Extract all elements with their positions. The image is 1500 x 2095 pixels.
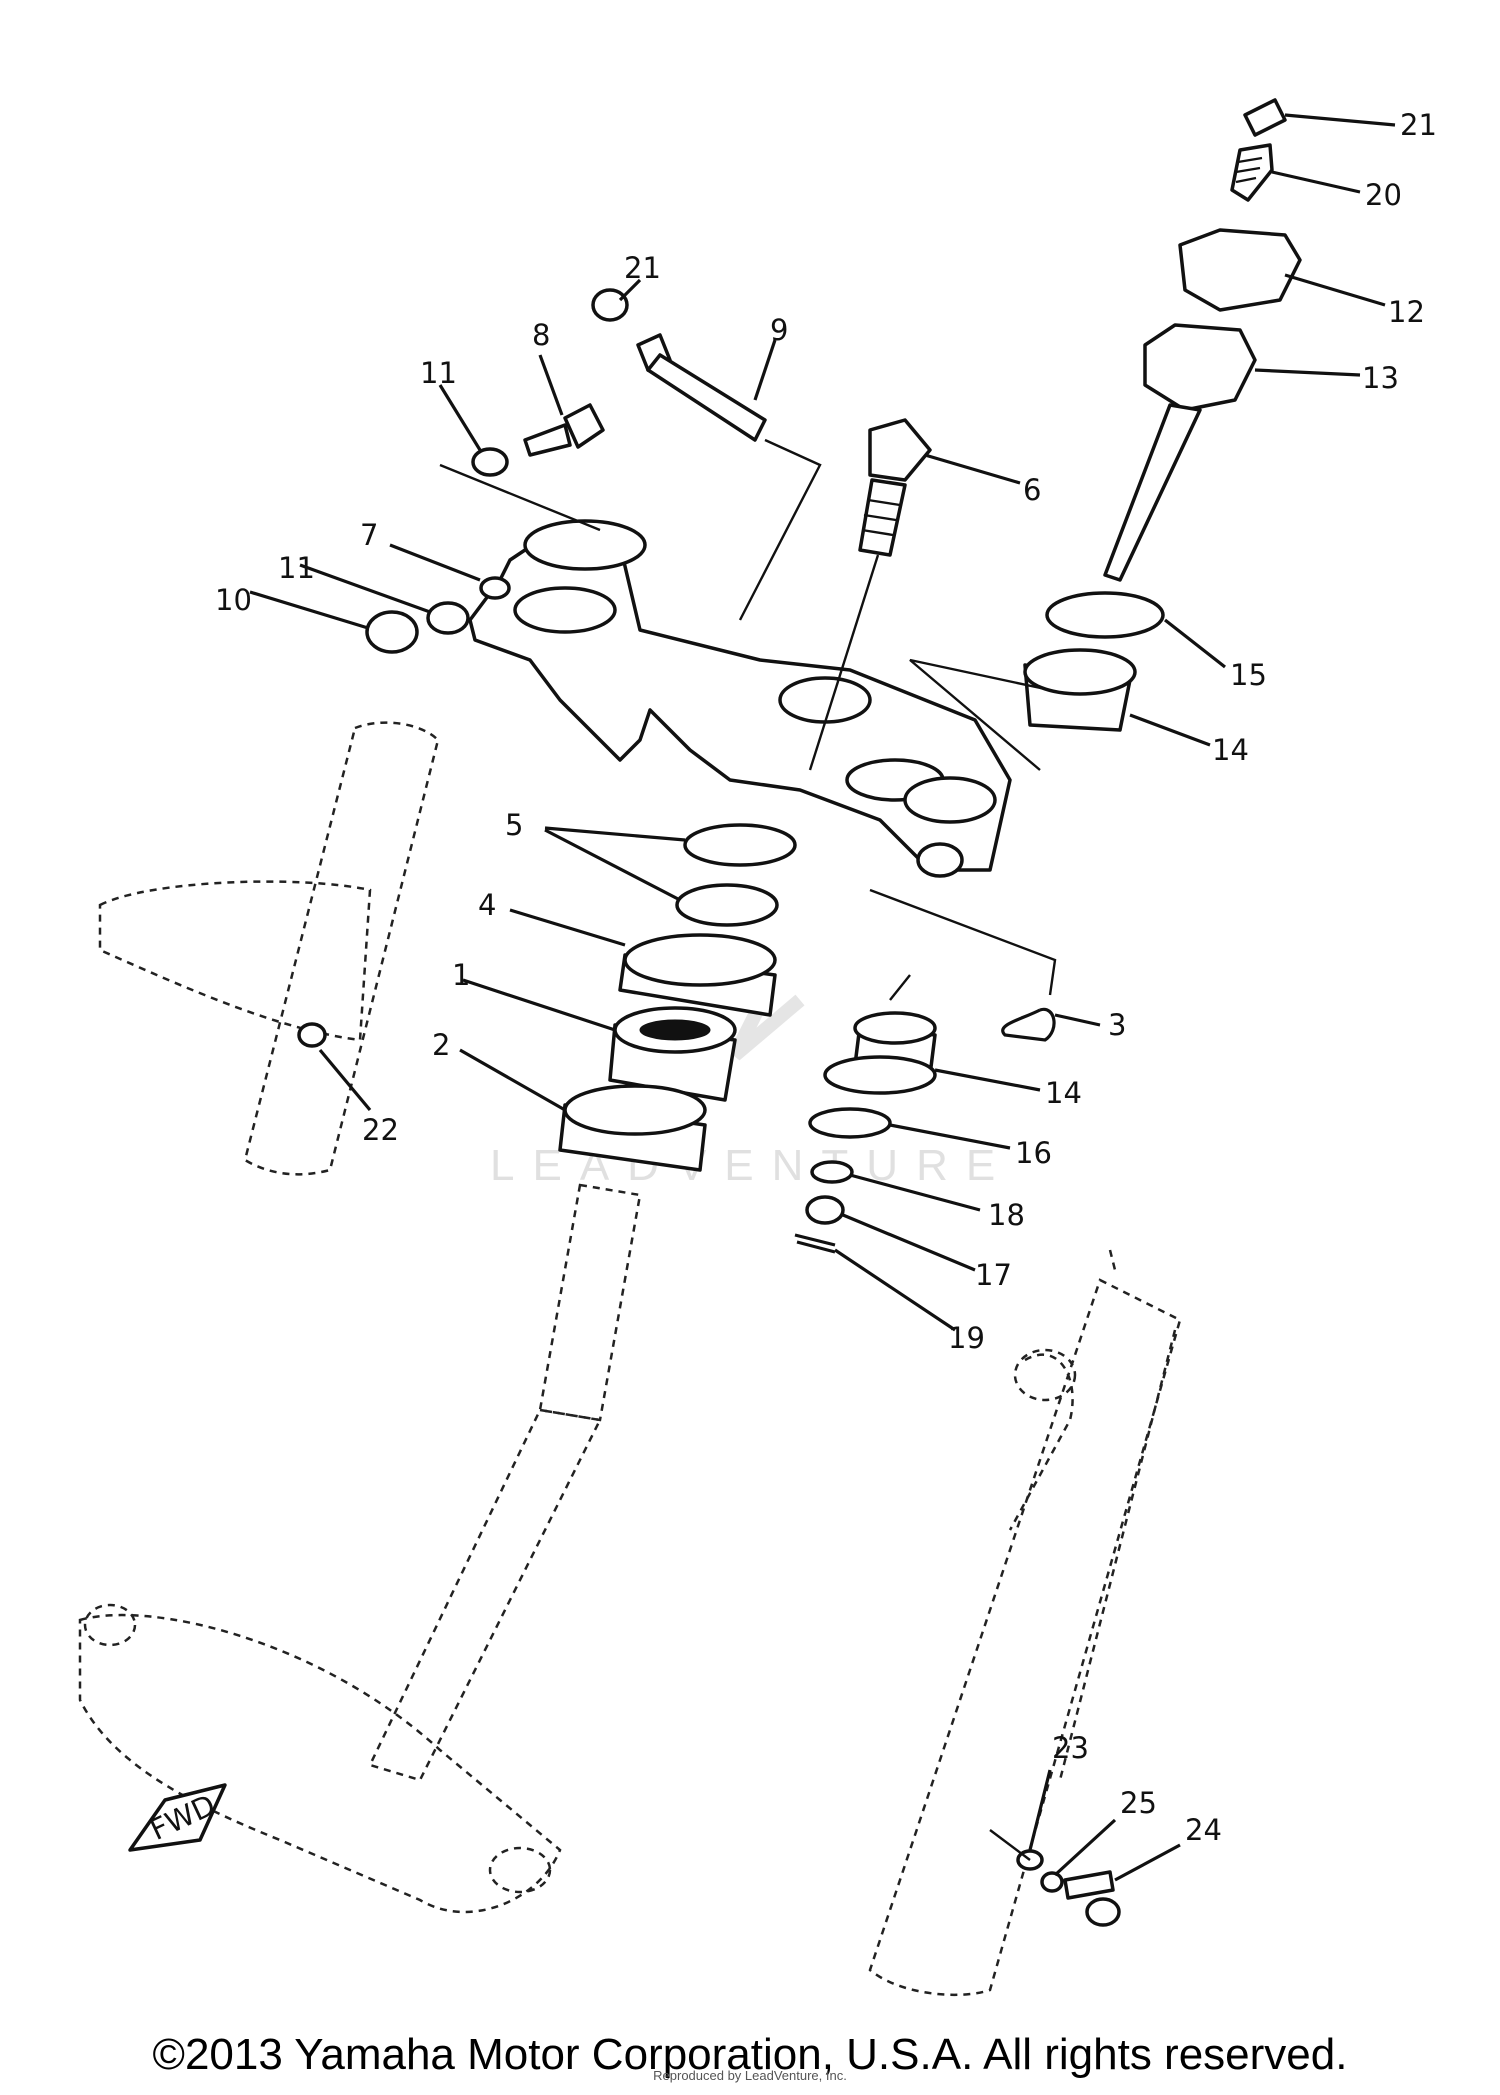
part-15 <box>1045 591 1165 639</box>
part-3 <box>1001 1007 1056 1042</box>
part-10 <box>365 610 419 654</box>
callout-11-upper: 11 <box>420 356 457 390</box>
part-14-lower <box>823 1011 937 1095</box>
part-24 <box>1063 1870 1121 1927</box>
callout-13: 13 <box>1362 361 1399 395</box>
callout-14-upper: 14 <box>1212 733 1249 767</box>
callout-10: 10 <box>215 583 252 617</box>
part-6 <box>858 418 932 557</box>
callout-20: 20 <box>1365 178 1402 212</box>
part-21-top <box>1243 98 1287 137</box>
callout-22: 22 <box>362 1113 399 1147</box>
callout-labels: 21 20 12 13 21 8 9 11 6 7 11 10 15 14 5 … <box>215 108 1437 1847</box>
part-11-upper <box>471 447 509 477</box>
part-25 <box>1040 1871 1064 1893</box>
callout-12: 12 <box>1388 295 1425 329</box>
part-16 <box>808 1107 892 1139</box>
callout-2: 2 <box>432 1028 450 1062</box>
copyright-text: ©2013 Yamaha Motor Corporation, U.S.A. A… <box>152 2030 1348 2079</box>
callout-25: 25 <box>1120 1786 1157 1820</box>
callout-18: 18 <box>988 1198 1025 1232</box>
callout-19: 19 <box>948 1321 985 1355</box>
part-5-ring-nuts <box>675 823 797 927</box>
leader-lines <box>249 113 1396 1882</box>
part-8 <box>523 403 605 457</box>
part-22 <box>297 1022 327 1048</box>
part-20 <box>1230 143 1274 202</box>
callout-11-lower: 11 <box>278 551 315 585</box>
part-11-lower <box>426 601 470 635</box>
fwd-arrow: FWD <box>128 1783 227 1852</box>
callout-24: 24 <box>1185 1813 1222 1847</box>
part-7 <box>479 576 511 600</box>
callout-16: 16 <box>1015 1136 1052 1170</box>
part-17 <box>805 1195 845 1225</box>
callout-21-top: 21 <box>1400 108 1437 142</box>
part-13 <box>1103 323 1257 582</box>
callout-23: 23 <box>1052 1731 1089 1765</box>
callout-9: 9 <box>770 313 788 347</box>
callout-17: 17 <box>975 1258 1012 1292</box>
callout-5: 5 <box>505 808 523 842</box>
upper-bracket <box>468 519 1012 878</box>
part-19 <box>794 1233 836 1254</box>
callout-14-lower: 14 <box>1045 1076 1082 1110</box>
part-21-mid <box>591 288 629 322</box>
callout-8: 8 <box>532 318 550 352</box>
part-4-cover <box>618 933 777 1017</box>
callout-6: 6 <box>1023 473 1041 507</box>
part-9 <box>636 333 767 442</box>
callout-15: 15 <box>1230 658 1267 692</box>
callout-7: 7 <box>360 518 378 552</box>
callout-1: 1 <box>452 958 470 992</box>
callout-3: 3 <box>1108 1008 1126 1042</box>
ghost-frame <box>78 721 1182 1997</box>
part-18 <box>810 1160 854 1184</box>
part-12 <box>1178 228 1302 312</box>
alignment-lines <box>439 438 1057 1861</box>
part-14-upper <box>1023 648 1137 732</box>
reprint-text: Reproduced by LeadVenture, Inc. <box>653 2068 847 2083</box>
callout-21-mid: 21 <box>624 251 661 285</box>
callout-4: 4 <box>478 888 496 922</box>
